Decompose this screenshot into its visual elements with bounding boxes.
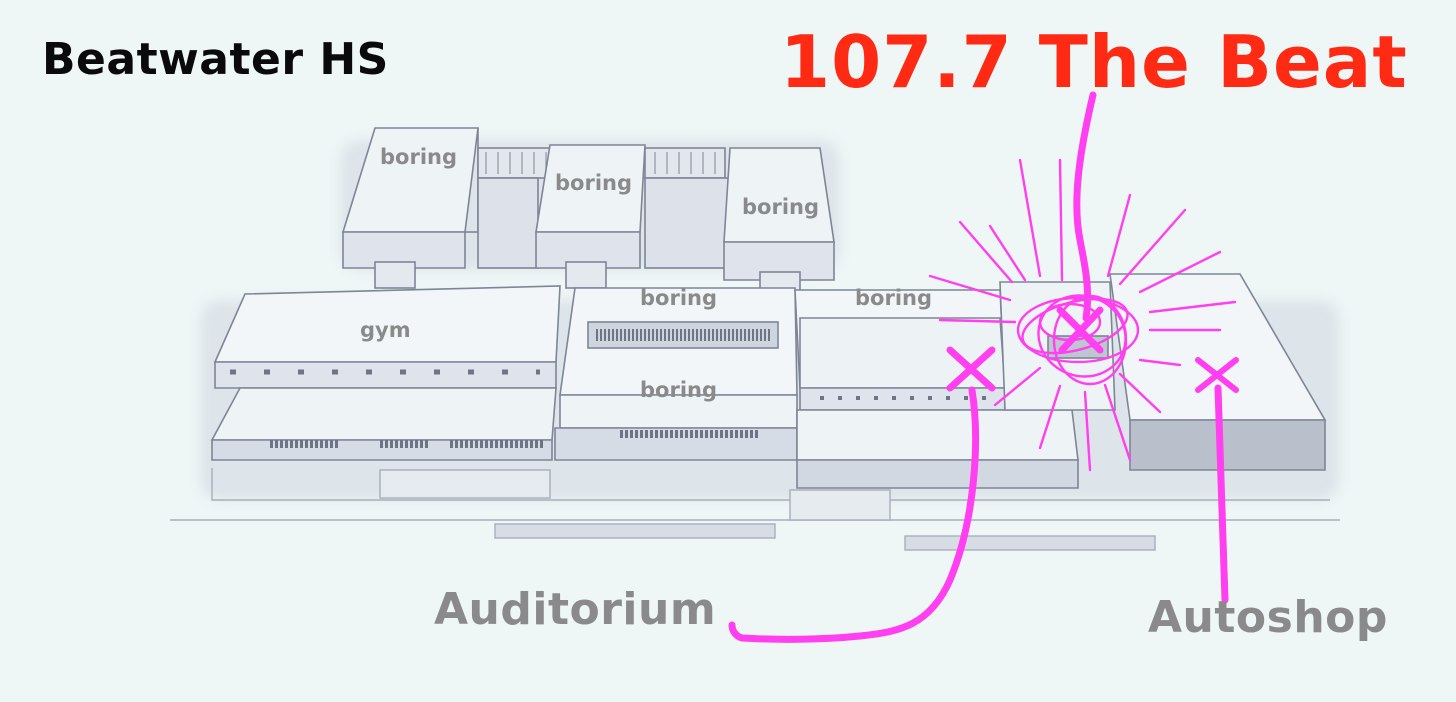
autoshop-label: Autoshop [1148,592,1388,643]
building-label-top-left: boring [380,145,457,169]
building-label-center-back: boring [640,286,717,310]
school-title: Beatwater HS [42,34,389,85]
building-label-right-back: boring [855,286,932,310]
radio-station-title: 107.7 The Beat [780,20,1408,104]
building-label-center-front: boring [640,378,717,402]
building-label-top-middle: boring [555,171,632,195]
connector-2 [645,148,725,178]
building-label-gym: gym [360,318,411,342]
connector-1 [478,148,550,178]
building-top-middle [536,145,645,268]
building-label-top-right: boring [742,195,819,219]
auditorium-label: Auditorium [434,584,716,635]
